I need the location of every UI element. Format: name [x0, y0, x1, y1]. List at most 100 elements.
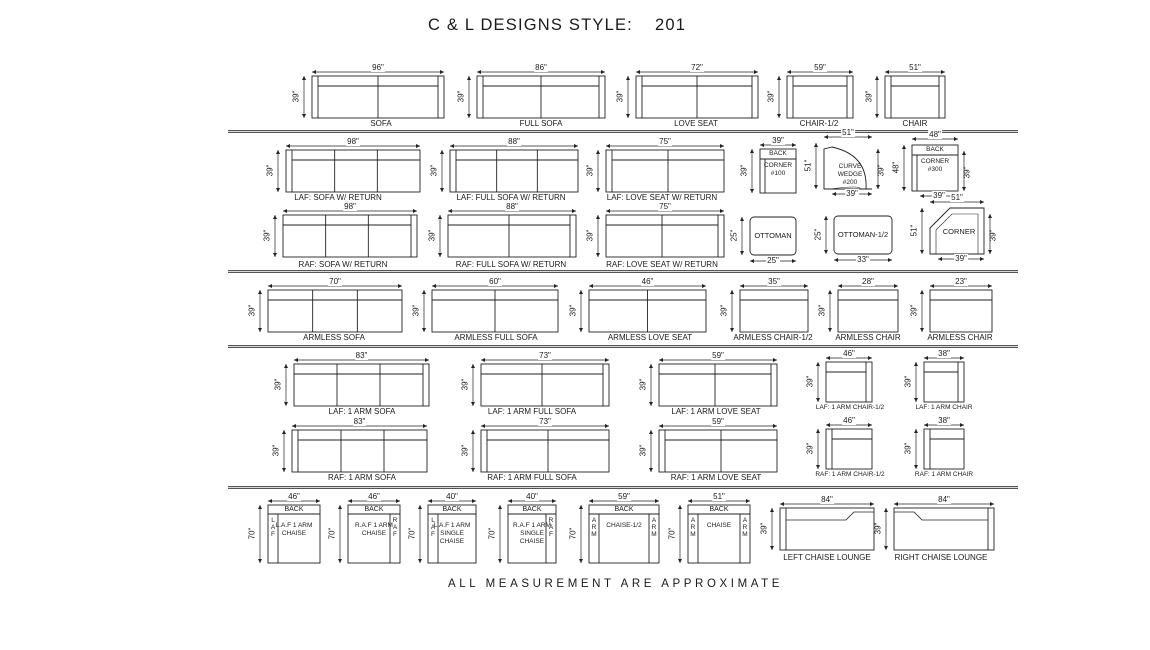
- arrow-right-icon: [792, 143, 796, 147]
- wedge-seat-line: [829, 186, 861, 190]
- back-text: BACK: [284, 506, 304, 513]
- arrow-down-icon: [596, 188, 600, 192]
- arrow-down-icon: [284, 402, 288, 406]
- arrow-left-icon: [481, 358, 485, 362]
- depth-dimension: 70": [247, 527, 257, 540]
- depth-dimension: 39": [873, 522, 883, 535]
- depth-dimension: 39": [903, 442, 913, 455]
- width-dimension: 40": [445, 492, 459, 501]
- arrow-up-icon: [498, 505, 502, 509]
- arrow-right-icon: [605, 358, 609, 362]
- depth-dimension: 70": [407, 527, 417, 540]
- piece-inner-text: CORNER: [942, 227, 976, 236]
- arrow-up-icon: [273, 215, 277, 219]
- depth-dimension: 70": [327, 527, 337, 540]
- arrow-left-icon: [312, 70, 316, 74]
- arrow-left-icon: [740, 284, 744, 288]
- brand-title: C & L DESIGNS STYLE:: [428, 16, 633, 34]
- arrow-up-icon: [875, 76, 879, 80]
- furniture-piece: [920, 200, 992, 261]
- arrow-down-icon: [914, 398, 918, 402]
- piece-inner-text: CHAISE: [439, 538, 465, 545]
- width-dimension: 51": [950, 193, 964, 202]
- arrow-left-icon: [432, 284, 436, 288]
- arrow-right-icon: [720, 144, 724, 148]
- piece-inner-text: CHAISE: [281, 530, 307, 537]
- width-dimension: 84": [820, 495, 834, 504]
- piece-outline: [923, 361, 965, 403]
- piece-outline: [658, 429, 778, 473]
- arrow-up-icon: [579, 290, 583, 294]
- arrow-left-icon: [508, 499, 512, 503]
- arrow-up-icon: [258, 505, 262, 509]
- furniture-piece: [418, 499, 477, 564]
- width-dimension-2: 39": [845, 189, 859, 198]
- piece-label: RAF: 1 ARM SOFA: [327, 473, 397, 482]
- back-text: BACK: [442, 506, 462, 513]
- arrow-down-icon: [730, 328, 734, 332]
- back-text: BACK: [614, 506, 634, 513]
- piece-label: RIGHT CHAISE LOUNGE: [894, 553, 988, 562]
- depth-dimension: 70": [667, 527, 677, 540]
- piece-inner-text: CHAISE: [706, 522, 732, 529]
- arrow-left-icon: [826, 423, 830, 427]
- arrow-right-icon: [416, 144, 420, 148]
- arrow-up-icon: [626, 76, 630, 80]
- piece-label: ARMLESS SOFA: [303, 333, 365, 342]
- arrow-down-icon: [876, 185, 880, 189]
- corner-outline: [929, 207, 985, 255]
- arrow-down-icon: [816, 398, 820, 402]
- arrow-right-icon: [398, 284, 402, 288]
- furniture-piece: [750, 143, 797, 194]
- furniture-piece: [440, 144, 579, 193]
- piece-inner-text: WEDGE: [837, 171, 863, 178]
- style-number: 201: [654, 16, 687, 34]
- arrow-up-icon: [828, 290, 832, 294]
- arrow-left-icon: [292, 424, 296, 428]
- arrow-right-icon: [655, 499, 659, 503]
- piece-label: RAF: 1 ARM CHAIR: [914, 471, 974, 478]
- arrow-up-icon: [914, 362, 918, 366]
- piece-inner-text: #200: [842, 179, 858, 186]
- piece-label: ARMLESS FULL SOFA: [454, 333, 538, 342]
- depth-dimension: 39": [638, 444, 648, 457]
- arrow-left-icon: [348, 499, 352, 503]
- arrow-right-icon: [605, 424, 609, 428]
- arrow-right-icon: [849, 70, 853, 74]
- arrow-up-icon: [282, 430, 286, 434]
- piece-outline: [588, 504, 660, 564]
- width-dimension: 88": [507, 137, 521, 146]
- piece-inner-text: SINGLE: [440, 530, 464, 537]
- arrow-right-icon: [552, 499, 556, 503]
- arrow-up-icon: [876, 149, 880, 153]
- arrow-right-icon: [960, 423, 964, 427]
- arrow-left-icon: [481, 424, 485, 428]
- furniture-piece: [596, 209, 725, 258]
- arrow-left-icon: [589, 499, 593, 503]
- depth-dimension: 51": [803, 159, 813, 172]
- depth-dimension: 51": [909, 224, 919, 237]
- piece-label: ARMLESS CHAIR-1/2: [733, 333, 813, 342]
- depth-dimension: 39": [585, 229, 595, 242]
- arrow-down-icon: [678, 559, 682, 563]
- piece-label: ARMLESS LOVE SEAT: [607, 333, 693, 342]
- width-dimension: 40": [525, 492, 539, 501]
- furniture-piece: [282, 424, 428, 473]
- piece-inner-text: R.A.F 1 ARM: [513, 522, 551, 529]
- arrow-right-icon: [792, 259, 796, 263]
- arrow-right-icon: [702, 284, 706, 288]
- arrow-down-icon: [626, 114, 630, 118]
- arrow-down-icon: [914, 465, 918, 469]
- arrow-up-icon: [962, 151, 966, 155]
- furniture-piece: [649, 358, 778, 407]
- piece-inner-text: CORNER: [920, 158, 950, 165]
- piece-outline: [480, 429, 610, 473]
- depth-dimension: 70": [487, 527, 497, 540]
- furniture-piece: [579, 499, 660, 564]
- width-dimension-2: 39": [954, 254, 968, 263]
- arrow-down-icon: [884, 546, 888, 550]
- furniture-piece: [258, 499, 321, 564]
- arrow-up-icon: [440, 150, 444, 154]
